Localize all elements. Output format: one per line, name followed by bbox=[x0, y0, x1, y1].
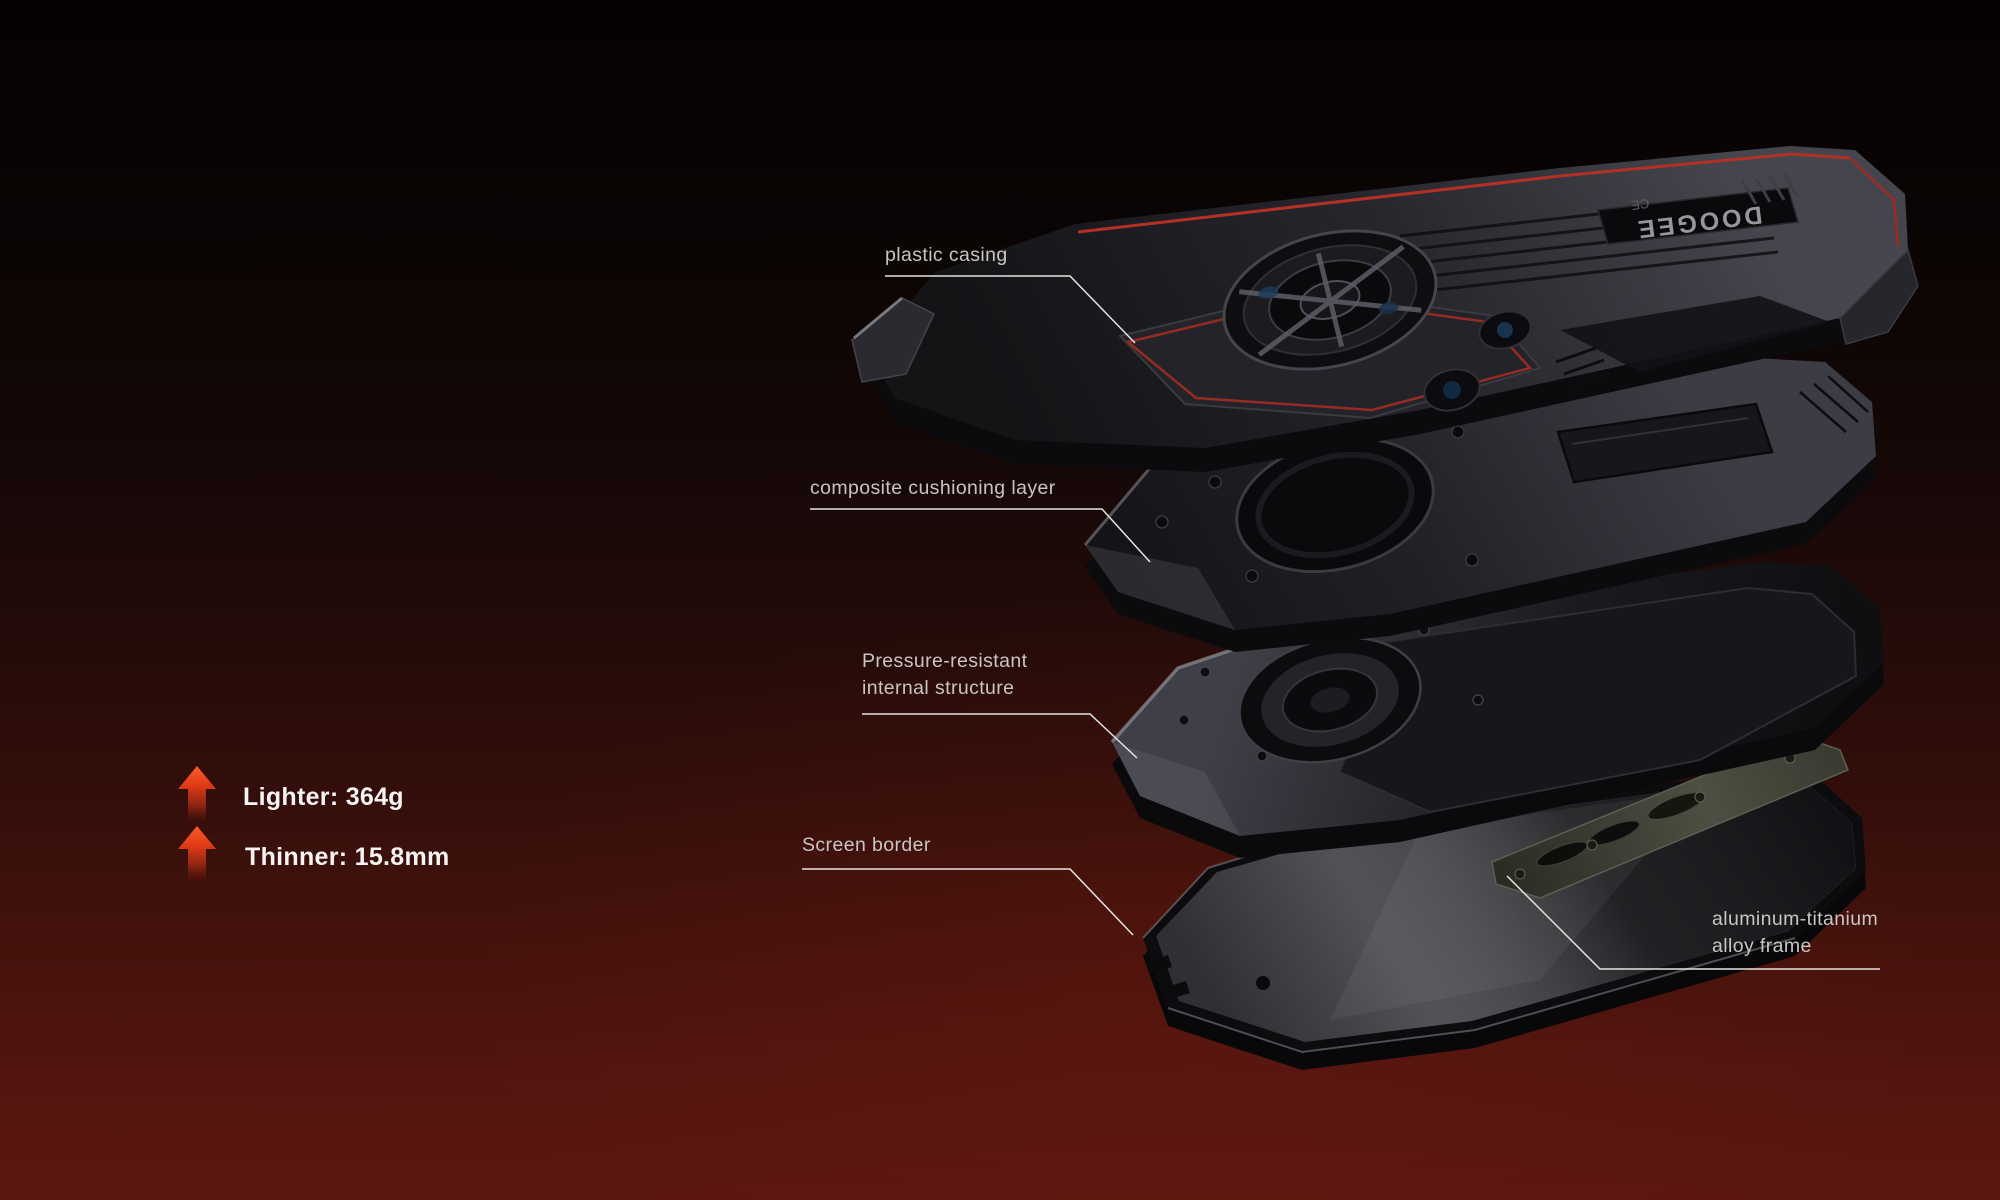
leader-alloy-frame bbox=[1506, 875, 1880, 970]
leader-cushioning-layer bbox=[810, 508, 1151, 563]
internal-structure-layer bbox=[1110, 562, 1884, 858]
leader-screen-border bbox=[802, 868, 1134, 936]
casing-vent-grille bbox=[1555, 346, 1613, 388]
leader-internal-structure bbox=[862, 713, 1138, 759]
certification-mark-text: CE bbox=[1630, 196, 1650, 213]
up-arrow-icon bbox=[178, 766, 216, 820]
callout-cushioning-layer: composite cushioning layer bbox=[810, 477, 1056, 499]
kickstand-inner-line bbox=[1571, 417, 1749, 445]
carbon-fiber-patch bbox=[1560, 296, 1830, 372]
callout-internal-structure-line2: internal structure bbox=[862, 677, 1015, 699]
speaker-module bbox=[1238, 636, 1422, 764]
red-rim-accent-top bbox=[1077, 152, 1851, 234]
callout-screen-border: Screen border bbox=[802, 834, 931, 856]
rail-screws bbox=[1514, 752, 1796, 880]
camera-fan-module bbox=[1222, 229, 1438, 371]
casing-right-bumper bbox=[1839, 248, 1919, 345]
battery-cover bbox=[1338, 586, 1858, 814]
red-rim-accent-corner bbox=[1849, 157, 1900, 247]
kickstand bbox=[1556, 402, 1774, 484]
logo-bar bbox=[1597, 187, 1799, 245]
casing-layer: DOOGEE CE bbox=[851, 146, 1919, 472]
callout-plastic-casing: plastic casing bbox=[885, 244, 1008, 266]
up-arrow-icon bbox=[178, 826, 216, 880]
callout-internal-structure-line1: Pressure-resistant bbox=[862, 650, 1028, 672]
speaker-grille-marks bbox=[1740, 173, 1800, 205]
cushioning-ribs bbox=[1799, 375, 1869, 433]
internal-left-facet bbox=[1112, 742, 1240, 836]
callout-alloy-frame: aluminum-titanium alloy frame bbox=[1712, 906, 1878, 960]
stat-arrows bbox=[178, 766, 216, 880]
side-key-volume bbox=[1146, 955, 1172, 974]
cushioning-left-facet bbox=[1085, 545, 1235, 630]
side-key-power bbox=[1160, 981, 1190, 1001]
stat-lighter: Lighter: 364g bbox=[243, 783, 404, 811]
callout-alloy-frame-line1: aluminum-titanium bbox=[1712, 908, 1879, 930]
punch-hole-camera bbox=[1256, 976, 1270, 990]
leader-lines bbox=[802, 275, 1880, 970]
callout-alloy-frame-line2: alloy frame bbox=[1712, 935, 1812, 957]
lens-tertiary bbox=[1423, 368, 1481, 412]
leader-plastic-casing bbox=[885, 275, 1136, 344]
casing-left-bumper-glint bbox=[853, 296, 903, 340]
stat-thinner: Thinner: 15.8mm bbox=[245, 843, 450, 871]
lens-secondary bbox=[1478, 310, 1532, 350]
callout-internal-structure: Pressure-resistant internal structure bbox=[862, 648, 1027, 702]
